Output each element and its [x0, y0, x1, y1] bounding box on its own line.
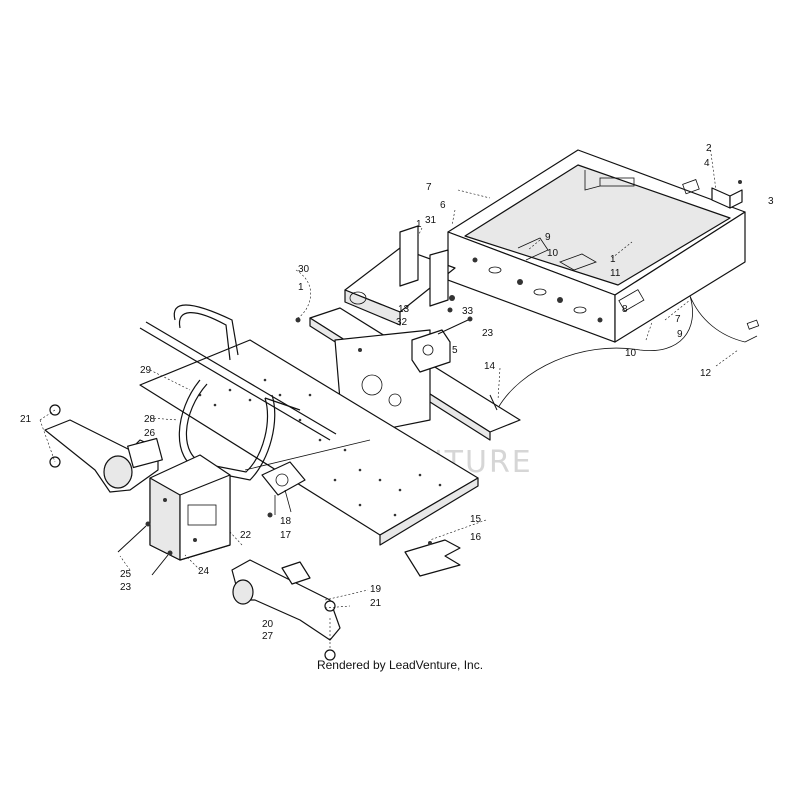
callout-33: 33	[462, 306, 474, 317]
callout-16: 16	[470, 532, 482, 543]
callout-19: 19	[370, 584, 382, 595]
callout-15: 15	[470, 514, 482, 525]
callout-23-top: 23	[482, 328, 494, 339]
main-rail	[309, 307, 521, 441]
callout-6: 6	[440, 200, 446, 211]
leader-lines	[39, 145, 739, 650]
callout-23-bottom: 23	[120, 582, 132, 593]
floor-panel	[139, 339, 479, 546]
callout-1-right: 1	[610, 254, 616, 265]
callout-27: 27	[262, 631, 274, 642]
fasteners	[117, 307, 498, 576]
small-plate	[404, 539, 461, 577]
callout-13: 13	[398, 304, 410, 315]
callout-32: 32	[396, 317, 408, 328]
callout-17: 17	[280, 530, 292, 541]
callout-10-upper: 10	[547, 248, 559, 259]
callout-30: 30	[298, 264, 310, 275]
callout-9-right: 9	[677, 329, 683, 340]
callout-2: 2	[706, 143, 712, 154]
callout-24: 24	[198, 566, 210, 577]
callout-20: 20	[262, 619, 274, 630]
callout-5: 5	[452, 345, 458, 356]
callout-22: 22	[240, 530, 252, 541]
right-arm-assembly	[231, 559, 341, 661]
upper-mount-bracket	[344, 225, 456, 326]
callout-7-right: 7	[675, 314, 681, 325]
callout-29: 29	[140, 365, 152, 376]
mount-plate	[411, 329, 451, 373]
callout-25: 25	[120, 569, 132, 580]
callout-7-top: 7	[426, 182, 432, 193]
callout-12: 12	[700, 368, 712, 379]
hitch-bracket	[682, 179, 743, 209]
callout-31: 31	[425, 215, 437, 226]
callout-10-right: 10	[625, 348, 637, 359]
callout-21-right: 21	[370, 598, 382, 609]
callout-numbers: 1 1 1 2 3 4 5 6 7 7 8 9 9 10 10 11 12 13…	[20, 143, 774, 642]
render-credit: Rendered by LeadVenture, Inc.	[316, 658, 484, 672]
rear-box	[447, 149, 746, 343]
callout-8: 8	[622, 304, 628, 315]
callout-4: 4	[704, 158, 710, 169]
callout-26: 26	[144, 428, 156, 439]
callout-1-center: 1	[416, 219, 422, 230]
mechanism-assembly	[244, 439, 371, 518]
callout-3: 3	[768, 196, 774, 207]
callout-21-left: 21	[20, 414, 32, 425]
callout-11: 11	[610, 268, 621, 279]
callout-28: 28	[144, 414, 156, 425]
callout-14: 14	[484, 361, 496, 372]
wire-harness	[497, 295, 758, 409]
callout-18: 18	[280, 516, 292, 527]
callout-1-upper-left: 1	[298, 282, 304, 293]
callout-9-upper: 9	[545, 232, 551, 243]
front-frame	[149, 454, 231, 561]
left-arm-assembly	[44, 404, 163, 493]
